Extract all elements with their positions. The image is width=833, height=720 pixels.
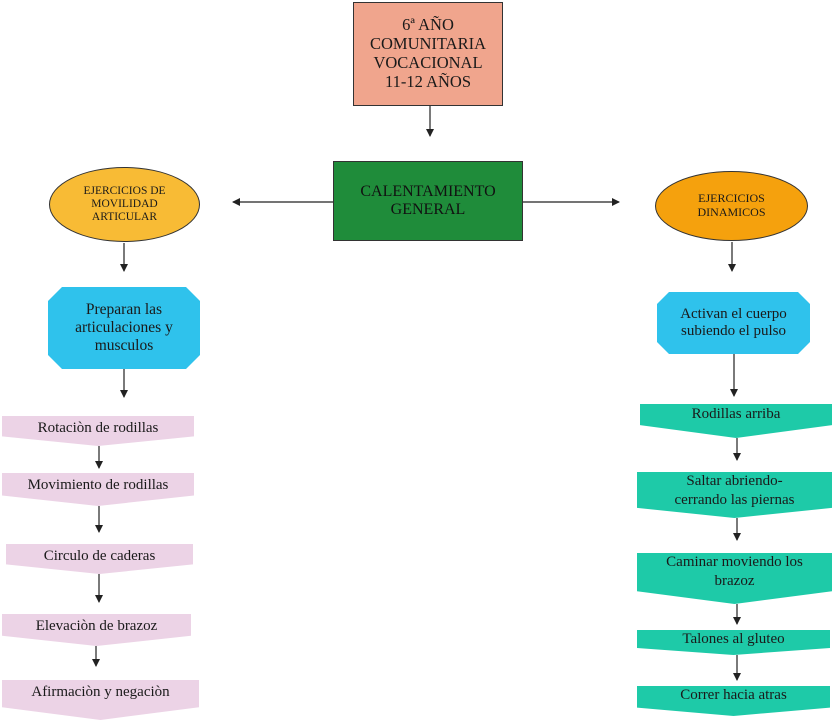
left-step: Circulo de caderas: [6, 544, 193, 574]
top-title-box: 6ª AÑO COMUNITARIA VOCACIONAL 11-12 AÑOS: [353, 2, 503, 106]
right-step: Caminar moviendo los brazoz: [637, 553, 832, 604]
left-octagon: Preparan las articulaciones y musculos: [48, 287, 200, 369]
left-ellipse: EJERCICIOS DE MOVILIDAD ARTICULAR: [49, 167, 200, 242]
left-step: Rotaciòn de rodillas: [2, 416, 194, 446]
left-step: Movimiento de rodillas: [2, 473, 194, 506]
right-step: Saltar abriendo- cerrando las piernas: [637, 472, 832, 518]
center-title-box: CALENTAMIENTO GENERAL: [333, 161, 523, 241]
right-octagon: Activan el cuerpo subiendo el pulso: [657, 292, 810, 354]
right-ellipse: EJERCICIOS DINAMICOS: [655, 171, 808, 241]
